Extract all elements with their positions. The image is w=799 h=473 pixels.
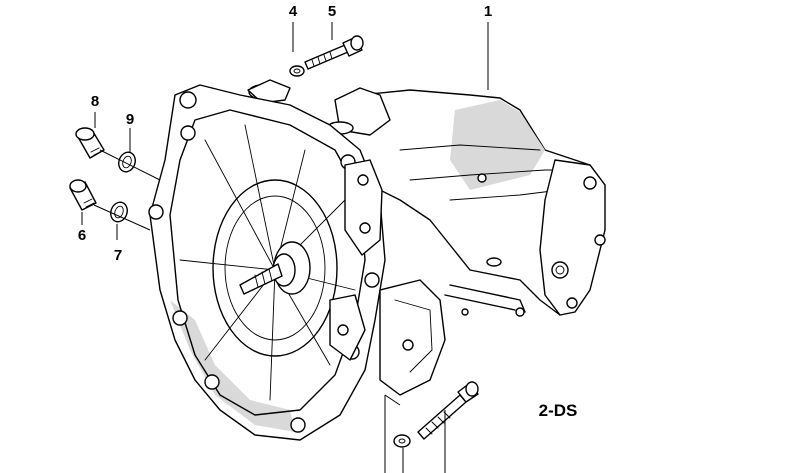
- callout-9: 9: [126, 111, 134, 128]
- callout-5: 5: [328, 3, 336, 20]
- callout-4: 4: [289, 3, 298, 20]
- callout-8: 8: [91, 93, 99, 110]
- fill-plug-part-6: [69, 179, 97, 211]
- bolt-part-5: [304, 35, 364, 70]
- callout-labels: 1 4 5 6 7 8 9 2-DS: [78, 3, 578, 420]
- leader-lines: [81, 22, 489, 473]
- washer-part-7: [110, 201, 128, 223]
- gearbox-housing: [148, 79, 606, 441]
- bottom-bolt: [417, 381, 479, 440]
- bottom-washer: [393, 434, 411, 448]
- washer-part-4: [289, 65, 305, 77]
- drain-plug-part-8: [75, 127, 105, 159]
- diagram-code-label: 2-DS: [539, 401, 578, 420]
- washer-part-9: [118, 151, 136, 173]
- callout-7: 7: [114, 247, 122, 264]
- callout-1: 1: [484, 3, 492, 20]
- callout-6: 6: [78, 227, 86, 244]
